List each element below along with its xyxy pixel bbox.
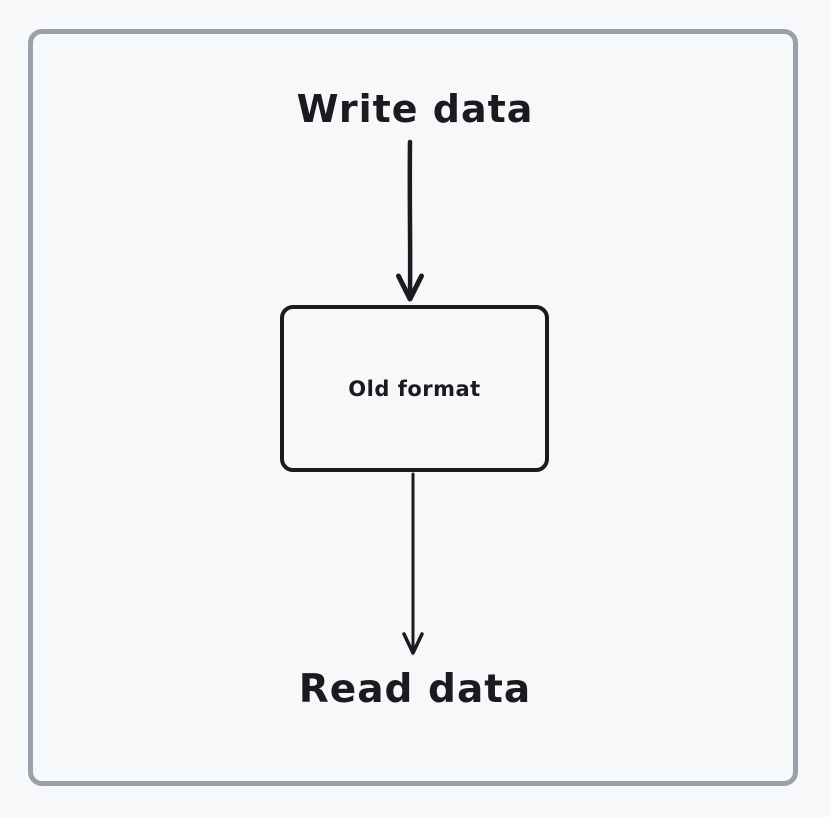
read-data-label: Read data <box>298 667 532 712</box>
write-data-label: Write data <box>296 87 534 131</box>
old-format-label: Old format <box>348 376 481 401</box>
old-format-box: Old format <box>280 305 549 472</box>
outer-frame <box>28 29 798 786</box>
